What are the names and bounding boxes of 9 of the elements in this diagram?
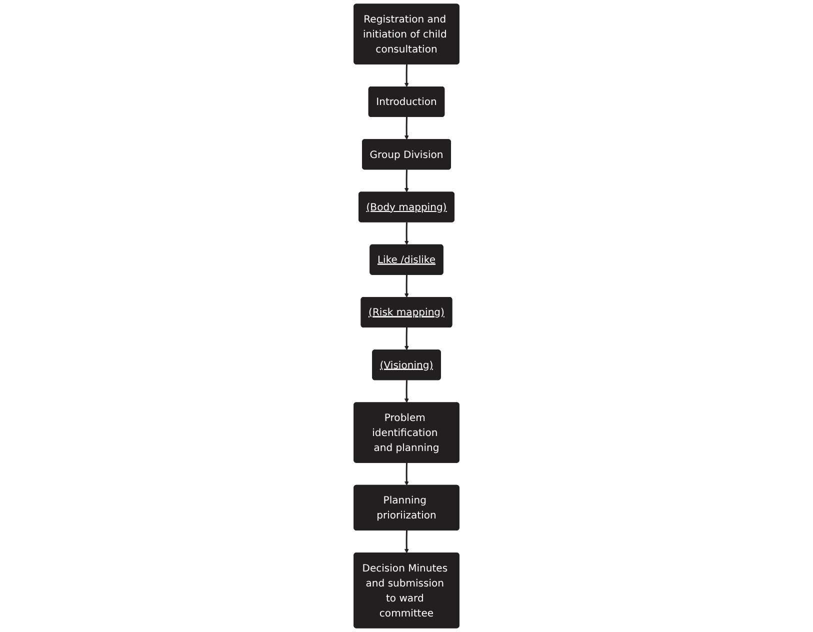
arrow: [404, 530, 409, 554]
arrow: [404, 328, 409, 350]
arrow: [404, 380, 409, 403]
arrow: [404, 170, 409, 192]
arrow: [404, 274, 409, 298]
arrow: [404, 222, 409, 246]
arrow: [404, 64, 409, 88]
arrow: [404, 462, 409, 486]
arrow: [404, 117, 409, 140]
